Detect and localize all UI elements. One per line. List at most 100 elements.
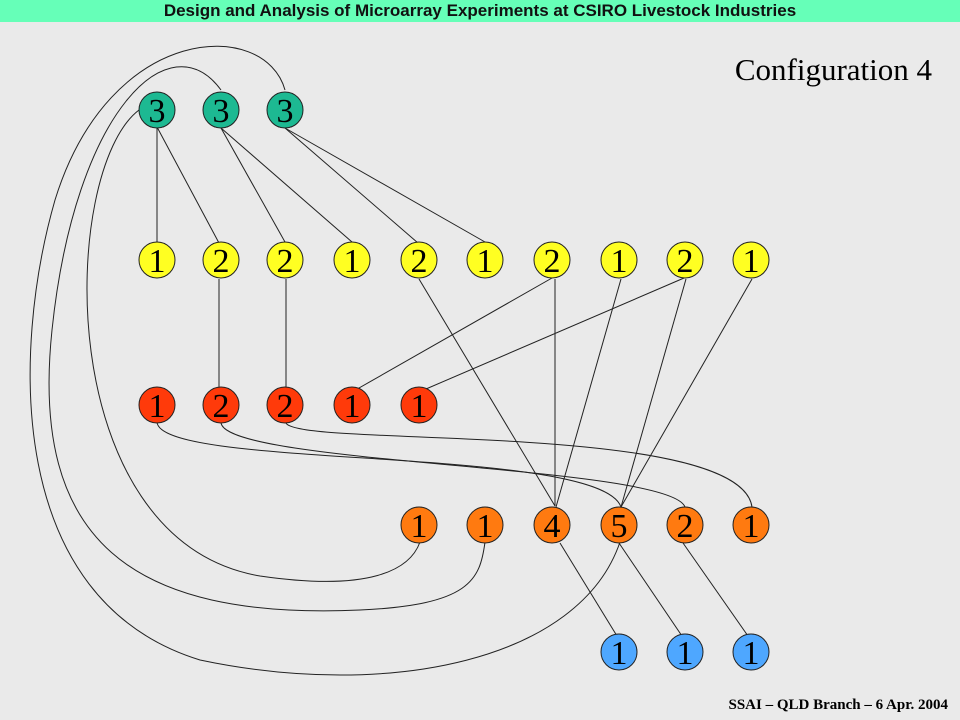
node-red: 2 (202, 386, 240, 425)
edge (86, 109, 421, 582)
node-circle (533, 506, 571, 544)
node-circle (600, 506, 638, 544)
node-circle (266, 386, 304, 424)
node-yellow: 1 (333, 241, 371, 280)
node-yellow: 2 (266, 241, 304, 280)
node-label: 1 (743, 508, 760, 545)
node-label: 1 (149, 388, 166, 425)
edge (156, 421, 622, 508)
node-yellow: 1 (732, 241, 770, 280)
edge (220, 127, 353, 243)
node-circle (600, 241, 638, 279)
node-circle (732, 633, 770, 671)
node-layer: 3 3 3 1 2 2 1 2 1 2 1 2 1 1 2 2 1 1 1 1 4 5 2 1 1 1 1 (138, 91, 770, 672)
node-label: 1 (477, 243, 494, 280)
node-label: 1 (411, 388, 428, 425)
node-yellow: 2 (400, 241, 438, 280)
node-label: 2 (677, 508, 694, 545)
node-circle (202, 241, 240, 279)
edge (220, 422, 686, 508)
node-label: 5 (611, 508, 628, 545)
node-label: 1 (611, 635, 628, 672)
diagram-title: Configuration 4 (734, 52, 932, 87)
edge-layer (29, 45, 753, 676)
node-label: 2 (277, 243, 294, 280)
node-orange: 4 (533, 506, 571, 545)
node-label: 2 (544, 243, 561, 280)
node-green: 3 (138, 91, 176, 130)
node-circle (400, 506, 438, 544)
header-title: Design and Analysis of Microarray Experi… (163, 1, 797, 20)
node-label: 1 (477, 508, 494, 545)
node-circle (138, 241, 176, 279)
edge (418, 277, 685, 393)
node-red: 2 (266, 386, 304, 425)
node-label: 2 (411, 243, 428, 280)
edge (220, 127, 286, 243)
node-circle (466, 506, 504, 544)
footer-text: SSAI – QLD Branch – 6 Apr. 2004 (728, 697, 949, 713)
node-circle (333, 386, 371, 424)
node-orange: 1 (400, 506, 438, 545)
edge (156, 126, 220, 244)
node-yellow: 2 (202, 241, 240, 280)
edge (48, 66, 486, 612)
node-red: 1 (333, 386, 371, 425)
node-label: 1 (344, 388, 361, 425)
node-blue: 1 (600, 633, 638, 672)
edge (285, 422, 753, 508)
node-orange: 1 (732, 506, 770, 545)
edge (620, 278, 687, 508)
node-red: 1 (138, 386, 176, 425)
node-label: 2 (213, 388, 230, 425)
edge (29, 45, 621, 676)
node-red: 1 (400, 386, 438, 425)
edge (555, 278, 622, 508)
node-orange: 5 (600, 506, 638, 545)
node-label: 1 (411, 508, 428, 545)
node-label: 4 (544, 508, 561, 545)
node-circle (138, 91, 176, 129)
node-circle (266, 241, 304, 279)
node-label: 3 (149, 93, 166, 130)
node-circle (732, 506, 770, 544)
node-label: 3 (213, 93, 230, 130)
node-orange: 2 (666, 506, 704, 545)
edge (559, 542, 618, 637)
edge (418, 278, 556, 507)
node-label: 2 (677, 243, 694, 280)
node-circle (600, 633, 638, 671)
node-yellow: 2 (533, 241, 571, 280)
node-circle (533, 241, 571, 279)
node-label: 1 (149, 243, 166, 280)
node-blue: 1 (666, 633, 704, 672)
edge (682, 542, 749, 637)
node-circle (666, 506, 704, 544)
node-yellow: 1 (600, 241, 638, 280)
node-circle (202, 386, 240, 424)
node-orange: 1 (466, 506, 504, 545)
node-blue: 1 (732, 633, 770, 672)
node-circle (666, 241, 704, 279)
node-green: 3 (266, 91, 304, 130)
node-label: 1 (677, 635, 694, 672)
node-circle (266, 91, 304, 129)
node-circle (732, 241, 770, 279)
node-circle (400, 386, 438, 424)
node-label: 2 (277, 388, 294, 425)
node-circle (666, 633, 704, 671)
node-yellow: 1 (138, 241, 176, 280)
node-label: 1 (743, 243, 760, 280)
node-label: 1 (344, 243, 361, 280)
header-bar: Design and Analysis of Microarray Experi… (0, 0, 960, 22)
node-circle (202, 91, 240, 129)
node-label: 2 (213, 243, 230, 280)
node-label: 3 (277, 93, 294, 130)
node-yellow: 2 (666, 241, 704, 280)
node-label: 1 (743, 635, 760, 672)
node-circle (400, 241, 438, 279)
node-yellow: 1 (466, 241, 504, 280)
node-label: 1 (611, 243, 628, 280)
node-green: 3 (202, 91, 240, 130)
